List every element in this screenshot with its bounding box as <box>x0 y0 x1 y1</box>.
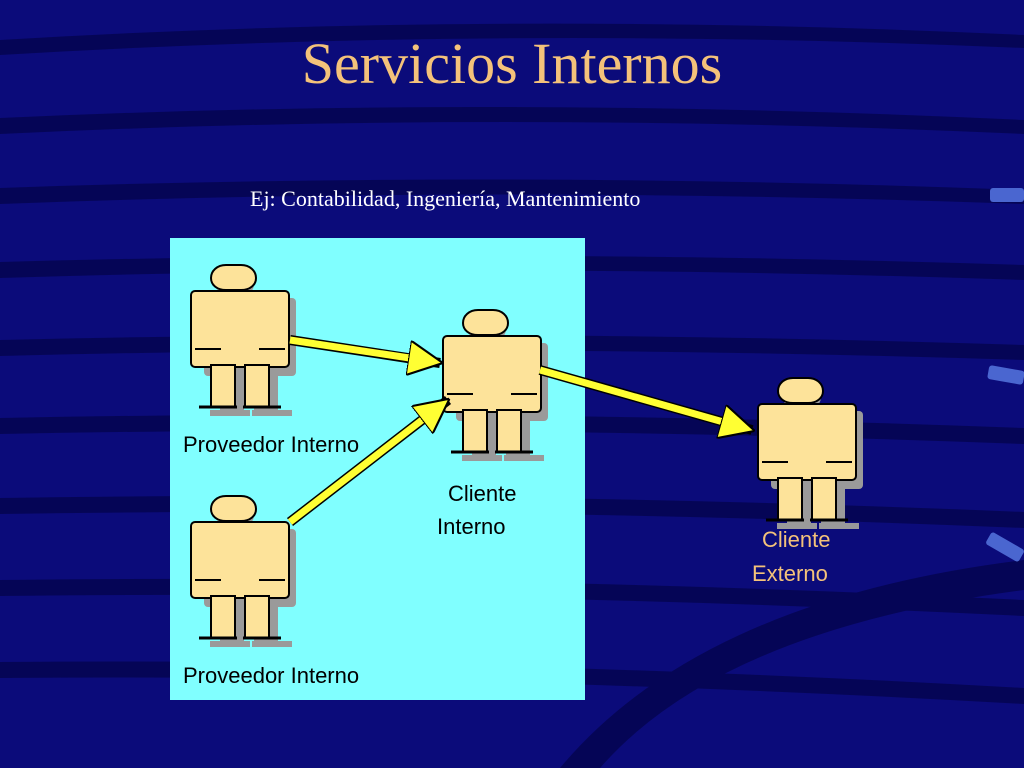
internal-client-figure <box>441 308 550 463</box>
provider-bottom-label: Proveedor Interno <box>183 663 360 688</box>
external-client-label-line1: Cliente <box>762 527 831 552</box>
provider-top-label: Proveedor Interno <box>183 432 360 457</box>
internal-client-label-line2: Interno <box>437 514 506 539</box>
arrow-provider-top-to-internal <box>289 336 436 362</box>
slide-title: Servicios Internos <box>301 31 723 96</box>
slide-subtitle: Ej: Contabilidad, Ingeniería, Mantenimie… <box>250 186 641 211</box>
provider-bottom-figure <box>189 494 298 649</box>
arrow-provider-bottom-to-internal <box>287 403 444 525</box>
arrow-internal-to-external <box>539 366 748 429</box>
provider-top-figure <box>189 263 298 418</box>
external-client-label-line2: Externo <box>752 561 828 586</box>
external-client-figure <box>756 376 865 531</box>
internal-client-label-line1: Cliente <box>448 481 517 506</box>
